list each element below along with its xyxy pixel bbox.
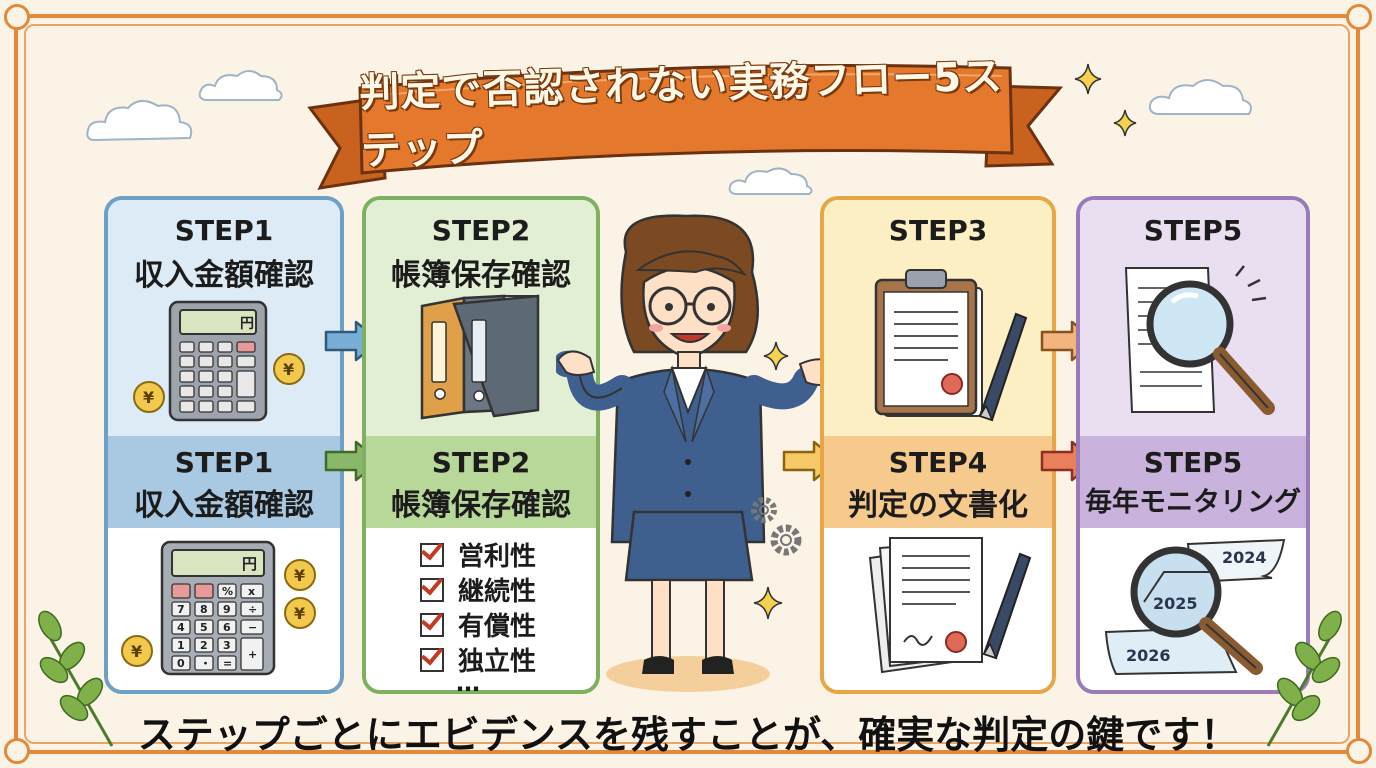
checklist-item: 独立性: [420, 642, 536, 677]
cloud-icon: [198, 70, 283, 101]
yen-coin-icon: ¥: [273, 353, 305, 385]
inner-frame: [24, 24, 1350, 744]
step-title: 毎年モニタリング: [1085, 487, 1301, 518]
step-label: STEP5: [1143, 214, 1243, 247]
svg-text:4: 4: [177, 621, 185, 634]
leaf-branch-icon: [38, 610, 114, 747]
step2-bottom-header: STEP2 帳簿保存確認: [366, 436, 596, 528]
step-title: 収入金額確認: [134, 488, 314, 523]
checklist-ellipsis: …: [456, 669, 480, 697]
step-title: 収入金額確認: [134, 258, 314, 293]
step-label: STEP1: [174, 446, 274, 479]
step-title: 判定の文書化: [848, 488, 1028, 523]
step2-bottom-panel: [366, 528, 596, 690]
step-title: 帳簿保存確認: [391, 488, 571, 523]
year-label: 2024: [1222, 548, 1267, 567]
footer-message: ステップごとにエビデンスを残すことが、確実な判定の鍵です！: [137, 713, 1239, 757]
svg-text:0: 0: [177, 657, 185, 670]
step-label: STEP2: [431, 446, 531, 479]
step-label: STEP4: [888, 446, 988, 479]
leaf-branch-icon: [1266, 610, 1342, 747]
checkbox-checked-icon: [420, 577, 444, 602]
step1-bottom-header: STEP1 収入金額確認: [108, 436, 340, 528]
svg-text:=: =: [223, 657, 232, 670]
display-text: 円: [242, 555, 257, 573]
svg-text:5: 5: [200, 621, 208, 634]
svg-text:3: 3: [223, 639, 231, 652]
checkbox-checked-icon: [420, 647, 444, 672]
display-text: 円: [240, 316, 254, 332]
sparkle-icon: [1113, 109, 1137, 137]
signed-document-icon: [868, 537, 1032, 674]
svg-text:÷: ÷: [248, 603, 257, 616]
svg-text:2: 2: [200, 639, 208, 652]
checklist-item: 営利性: [420, 537, 536, 572]
checklist-item: 継続性: [420, 572, 536, 607]
checkbox-checked-icon: [420, 542, 444, 567]
presenter-woman-illustration: [556, 214, 850, 692]
svg-text:1: 1: [177, 639, 185, 652]
svg-text:6: 6: [223, 621, 231, 634]
step-label: STEP2: [431, 214, 531, 247]
year-label: 2026: [1126, 646, 1171, 665]
sparkle-icon: [753, 586, 783, 620]
step-label: STEP3: [888, 214, 988, 247]
sparkle-icon: [763, 341, 789, 371]
yen-coin-icon: ¥: [284, 559, 316, 591]
step2-card: STEP2 帳簿保存確認 STEP2 帳簿保存確認: [362, 196, 600, 694]
outer-frame: [14, 14, 1360, 754]
corner-ornament: [4, 738, 30, 764]
checklist-item: 有償性: [420, 607, 536, 642]
binder-icon: [420, 294, 540, 420]
svg-text:8: 8: [200, 603, 208, 616]
svg-text:¥: ¥: [131, 642, 142, 661]
gear-icon: [751, 497, 802, 556]
svg-text:・: ・: [200, 657, 211, 670]
step-label: STEP5: [1143, 446, 1243, 479]
svg-text:−: −: [248, 621, 257, 634]
corner-ornament: [1346, 738, 1372, 764]
yen-coin-icon: ¥: [284, 597, 316, 629]
step5-bottom-header: STEP5 毎年モニタリング: [1080, 436, 1306, 528]
step-title: 帳簿保存確認: [391, 258, 571, 293]
cloud-icon: [1148, 79, 1252, 115]
checkbox-checked-icon: [420, 612, 444, 637]
calculator-icon: % x 7 8 9 ÷ 4 5 6 − 1 2 3 + 0 ・ = 円: [160, 540, 276, 676]
step-label: STEP1: [174, 214, 274, 247]
corner-ornament: [4, 4, 30, 30]
sparkle-icon: [1074, 63, 1102, 95]
step4-header: STEP4 判定の文書化: [824, 436, 1052, 528]
calculator-icon: 円: [168, 300, 268, 422]
svg-text:%: %: [222, 585, 233, 598]
yen-coin-icon: ¥: [121, 635, 153, 667]
svg-text:¥: ¥: [143, 388, 154, 407]
page-title: 判定で否認されない実務フロー5ステップ: [358, 53, 1004, 175]
corner-ornament: [1346, 4, 1372, 30]
year-monitoring-magnifier-icon: [1104, 538, 1286, 676]
magnifying-glass-document-icon: [1124, 265, 1275, 415]
clipboard-icon: [874, 269, 1028, 422]
checklist: 営利性 継続性 有償性 独立性 …: [420, 537, 536, 697]
svg-text:¥: ¥: [294, 604, 305, 623]
svg-text:¥: ¥: [283, 360, 294, 379]
title-ribbon: [307, 64, 1064, 190]
svg-text:¥: ¥: [294, 566, 305, 585]
cloud-icon: [728, 167, 813, 195]
svg-text:9: 9: [223, 603, 231, 616]
svg-text:x: x: [248, 585, 255, 598]
svg-text:+: +: [248, 648, 257, 661]
yen-coin-icon: ¥: [133, 381, 165, 413]
cloud-icon: [86, 100, 193, 142]
svg-text:7: 7: [177, 603, 185, 616]
year-label: 2025: [1153, 594, 1198, 613]
